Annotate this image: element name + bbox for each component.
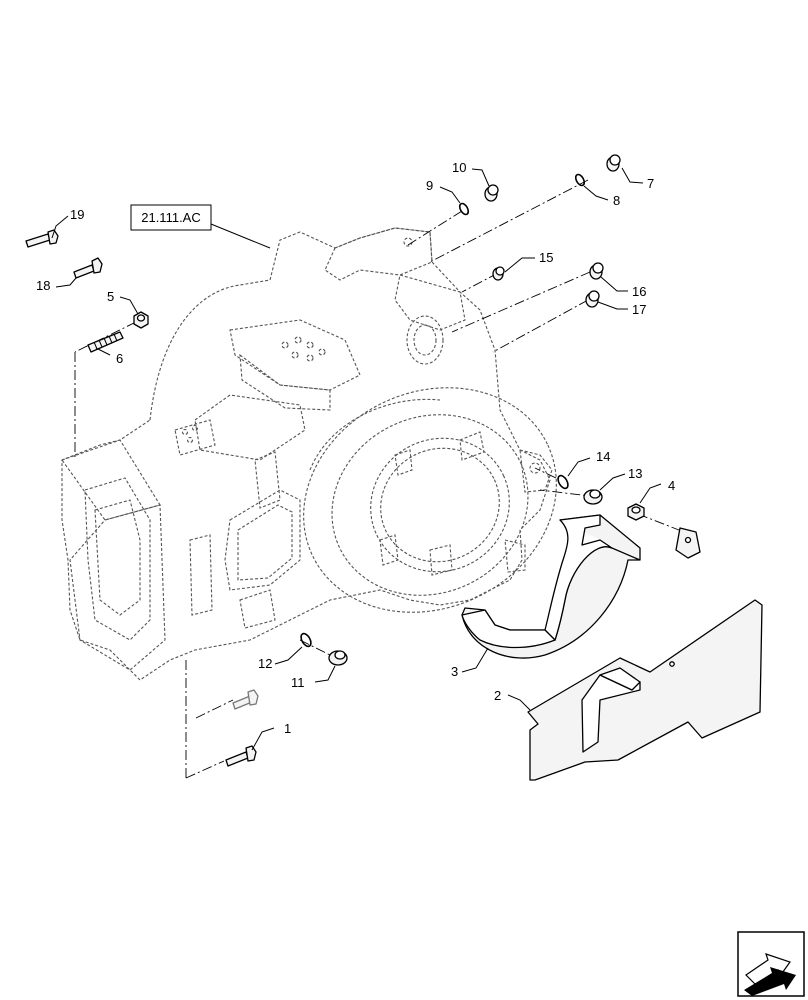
callout-1: 1 <box>284 721 291 736</box>
callout-5: 5 <box>107 289 114 304</box>
clip-plate <box>675 527 701 559</box>
plug-part-16 <box>589 262 604 280</box>
callout-17: 17 <box>632 302 646 317</box>
callout-13: 13 <box>628 466 642 481</box>
assembly-center-lines <box>74 179 685 779</box>
bolt-part-19 <box>25 229 59 248</box>
plug-part-10 <box>484 184 499 202</box>
callout-18: 18 <box>36 278 50 293</box>
shield-plate-part-2 <box>527 599 763 781</box>
snap-ring-part-9 <box>458 202 470 216</box>
reference-label: 21.111.AC <box>141 210 201 225</box>
callout-6: 6 <box>116 351 123 366</box>
next-page-arrow-icon[interactable] <box>737 931 805 997</box>
snap-ring-part-14 <box>557 474 569 490</box>
plug-part-7 <box>606 154 621 172</box>
plug-part-17 <box>585 290 600 308</box>
callout-8: 8 <box>613 193 620 208</box>
callout-10: 10 <box>452 160 466 175</box>
nut-part-5 <box>133 311 149 329</box>
callout-7: 7 <box>647 176 654 191</box>
bolt-part-1-upper <box>232 689 259 710</box>
callout-14: 14 <box>596 449 610 464</box>
callout-9: 9 <box>426 178 433 193</box>
transmission-housing-phantom <box>61 227 557 681</box>
callout-16: 16 <box>632 284 646 299</box>
reference-label-box: 21.111.AC <box>130 204 212 231</box>
stud-part-6 <box>87 331 124 353</box>
callout-2: 2 <box>494 688 501 703</box>
bolt-part-1-lower <box>225 745 257 767</box>
leader-lines <box>51 167 662 751</box>
callout-11: 11 <box>291 675 305 690</box>
plug-part-15 <box>492 266 505 281</box>
seal-part-11 <box>328 650 348 666</box>
callout-15: 15 <box>539 250 553 265</box>
bolt-part-18 <box>73 257 103 279</box>
guard-shell-part-3 <box>461 514 641 659</box>
seal-part-13 <box>583 489 603 505</box>
callout-12: 12 <box>258 656 272 671</box>
snap-ring-part-12 <box>300 632 312 648</box>
callout-3: 3 <box>451 664 458 679</box>
callout-4: 4 <box>668 478 675 493</box>
snap-ring-part-8 <box>574 173 586 187</box>
callout-19: 19 <box>70 207 84 222</box>
callout-labels: 1 2 3 4 5 6 7 8 9 10 11 12 13 14 15 16 1… <box>36 160 675 736</box>
nut-part-4 <box>627 503 645 521</box>
